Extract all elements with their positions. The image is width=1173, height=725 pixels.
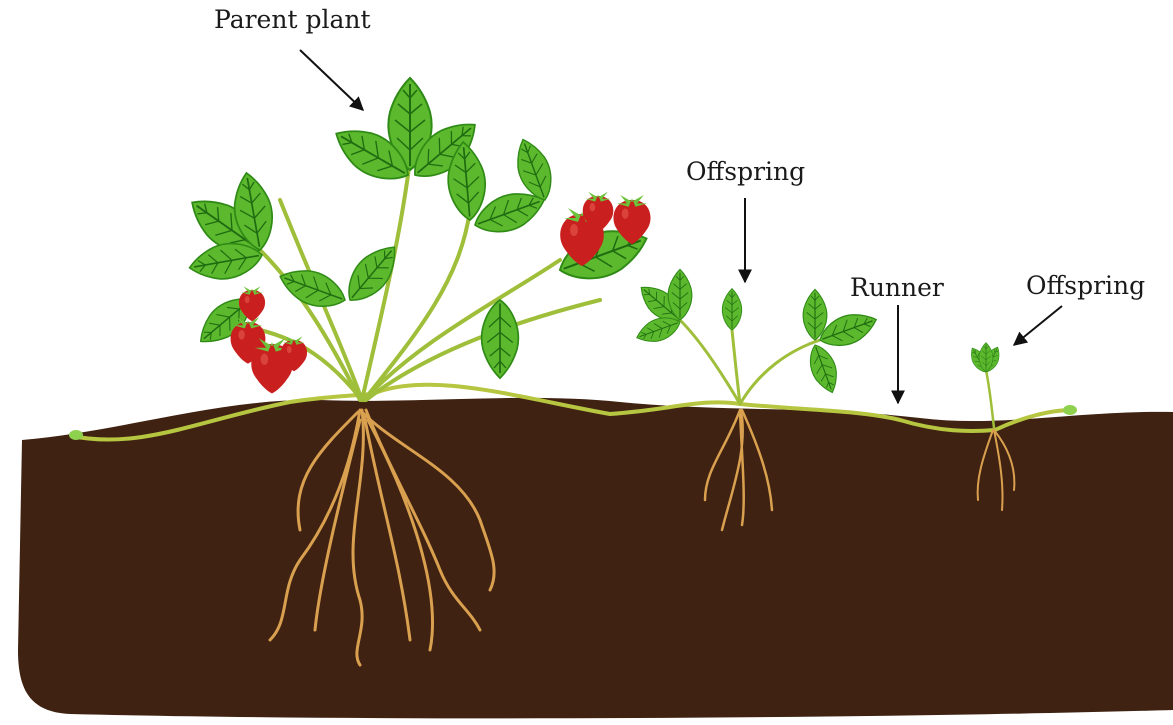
- label-runner: Runner: [850, 273, 944, 302]
- offspring-2-arrow: [1014, 306, 1062, 345]
- soil: [18, 398, 1173, 718]
- runner-node: [1063, 405, 1077, 415]
- label-offspring-2: Offspring: [1026, 271, 1145, 300]
- parent-arrow: [300, 50, 363, 110]
- offspring-1-plant: [633, 269, 881, 404]
- label-parent-plant: Parent plant: [214, 5, 371, 34]
- label-offspring-1: Offspring: [686, 157, 805, 186]
- runner-node: [69, 430, 83, 440]
- offspring-2-plant: [967, 343, 1004, 428]
